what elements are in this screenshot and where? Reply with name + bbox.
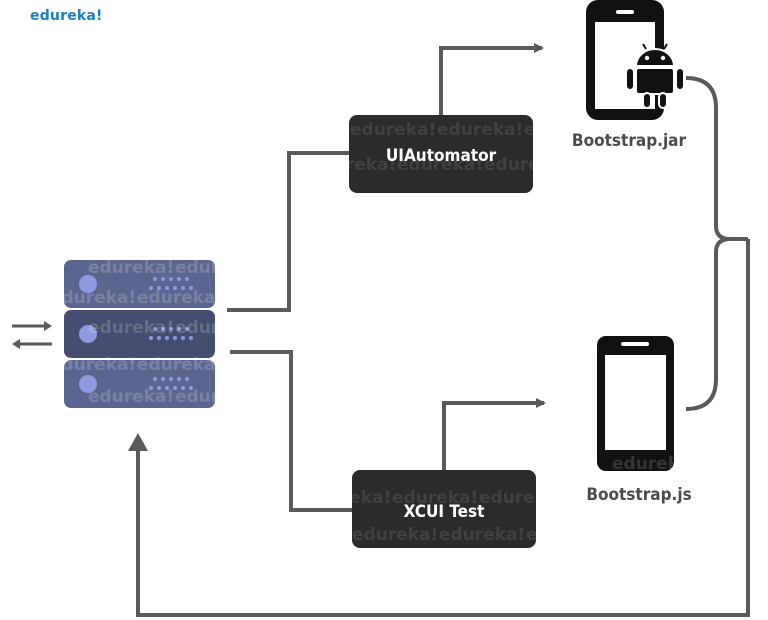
- bootstrap-jar-label: Bootstrap.jar: [572, 131, 687, 151]
- svg-text:edureka!: edureka!: [88, 258, 174, 278]
- connector-uiautomator-android: [439, 43, 544, 115]
- svg-text:edureka!: edureka!: [175, 318, 261, 338]
- svg-text:edureka!: edureka!: [88, 318, 174, 338]
- connectors: [136, 43, 750, 617]
- svg-text:edureka!: edureka!: [50, 355, 136, 375]
- svg-text:edureka!: edureka!: [175, 387, 261, 407]
- server-unit-top: [64, 260, 215, 308]
- svg-text:edureka!: edureka!: [50, 288, 136, 308]
- svg-text:edureka!: edureka!: [524, 120, 610, 140]
- svg-text:edureka!: edureka!: [397, 155, 483, 175]
- svg-text:edureka!: edureka!: [305, 488, 391, 508]
- android-icon: [625, 48, 685, 109]
- connector-server-uiautomator: [227, 151, 349, 312]
- svg-text:edureka!: edureka!: [392, 488, 478, 508]
- svg-text:edureka!: edureka!: [612, 454, 698, 474]
- svg-text:edureka!: edureka!: [479, 488, 565, 508]
- uiautomator-box: edureka! edureka! edureka! edureka! edur…: [310, 115, 610, 193]
- edureka-logo: edureka!: [30, 8, 103, 24]
- xcuitest-box: edureka! edureka! edureka! edureka! edur…: [305, 470, 612, 548]
- svg-text:edureka!: edureka!: [439, 525, 525, 545]
- svg-text:edureka!: edureka!: [484, 155, 570, 175]
- curly-brace: [685, 76, 748, 411]
- server-watermark: edureka! edureka! edureka! edureka! edur…: [50, 258, 261, 407]
- server-unit-bottom: [64, 360, 215, 408]
- svg-text:edureka!: edureka!: [352, 525, 438, 545]
- client-arrows: [12, 321, 52, 349]
- connector-feedback: [136, 239, 750, 617]
- svg-text:edureka!: edureka!: [526, 525, 612, 545]
- svg-text:edureka!: edureka!: [350, 120, 436, 140]
- xcuitest-label: XCUI Test: [404, 502, 485, 522]
- connector-server-xcuitest: [230, 350, 352, 512]
- feedback-arrowhead: [128, 433, 148, 451]
- uiautomator-label: UIAutomator: [386, 146, 497, 166]
- ios-phone-screen: [605, 355, 666, 450]
- android-phone: Bootstrap.jar: [572, 0, 687, 151]
- svg-text:edureka!: edureka!: [137, 288, 223, 308]
- svg-text:edureka!: edureka!: [175, 258, 261, 278]
- server-unit-middle: [64, 310, 215, 358]
- svg-text:edureka!: edureka!: [137, 355, 223, 375]
- bootstrap-js-label: Bootstrap.js: [586, 485, 691, 505]
- server-stack-icon: edureka! edureka! edureka! edureka! edur…: [50, 258, 261, 408]
- svg-text:edureka!: edureka!: [310, 155, 396, 175]
- server-led-dots: [149, 277, 193, 390]
- svg-text:edureka!: edureka!: [88, 387, 174, 407]
- svg-text:edureka!: edureka!: [437, 120, 523, 140]
- smartphone-icon: edureka! Bootstrap.js: [586, 336, 698, 505]
- connector-xcuitest-ios: [442, 398, 546, 470]
